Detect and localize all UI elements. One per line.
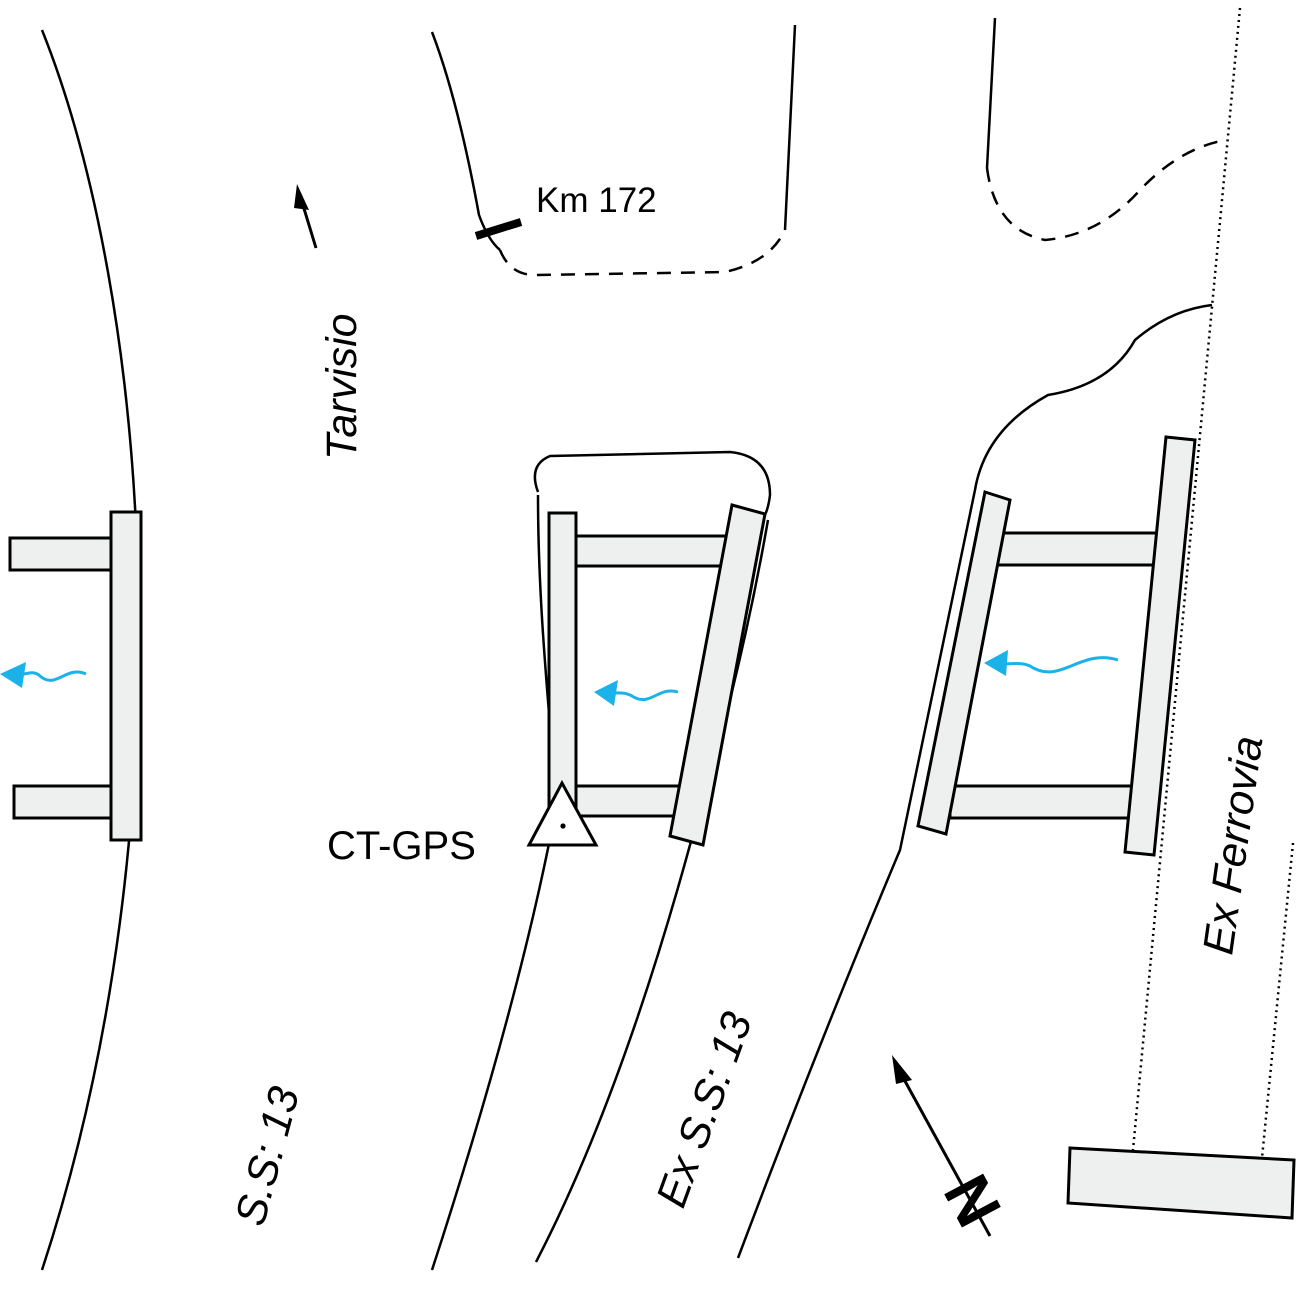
road-edge-island-top xyxy=(533,450,772,521)
km-label: Km 172 xyxy=(536,181,657,220)
dashed-track-west xyxy=(498,229,787,277)
ex-railway-line-branch xyxy=(1260,842,1295,1159)
ex-ferrovia-label: Ex Ferrovia xyxy=(1194,733,1272,957)
water-flow-arrow-icon xyxy=(0,662,87,688)
road-edge-island-west xyxy=(430,494,558,1271)
road-edge-north-b xyxy=(985,17,997,169)
gps-station-triangle-icon xyxy=(526,779,599,847)
station-label: CT-GPS xyxy=(327,824,476,868)
direction-arrow-icon xyxy=(294,184,318,249)
road-edge-ss13-east xyxy=(430,31,501,251)
ex-railway-line-main xyxy=(1131,7,1242,1151)
north-label: N xyxy=(930,1163,1015,1238)
km-marker-tick xyxy=(474,218,523,240)
north-arrow-icon xyxy=(892,1055,992,1237)
water-flow-arrow-icon xyxy=(984,650,1119,676)
building-southeast xyxy=(1066,1146,1296,1220)
bridge-middle xyxy=(547,503,767,847)
dashed-track-east xyxy=(985,138,1227,242)
ex-ss13-label: Ex S.S: 13 xyxy=(647,1006,762,1213)
tarvisio-label: Tarvisio xyxy=(318,313,366,460)
road-edge-ex-ss13-east xyxy=(736,303,1213,1259)
road-edge-ex-ss13-west xyxy=(534,519,770,1263)
bridge-west xyxy=(8,510,143,842)
bridge-east xyxy=(916,435,1197,857)
road-edge-north-a xyxy=(783,24,797,231)
ss13-label: S.S: 13 xyxy=(226,1082,309,1231)
water-flow-arrow-icon xyxy=(594,680,679,706)
